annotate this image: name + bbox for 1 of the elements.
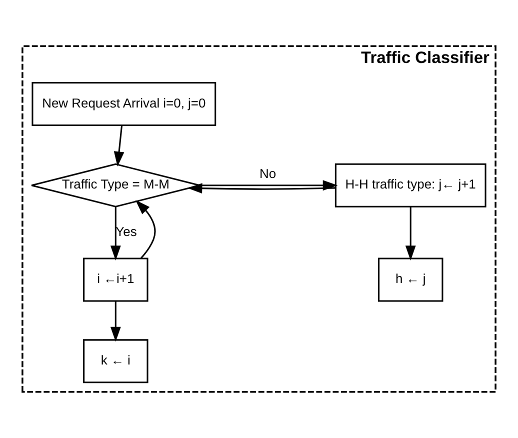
edge-label: No	[259, 166, 276, 182]
